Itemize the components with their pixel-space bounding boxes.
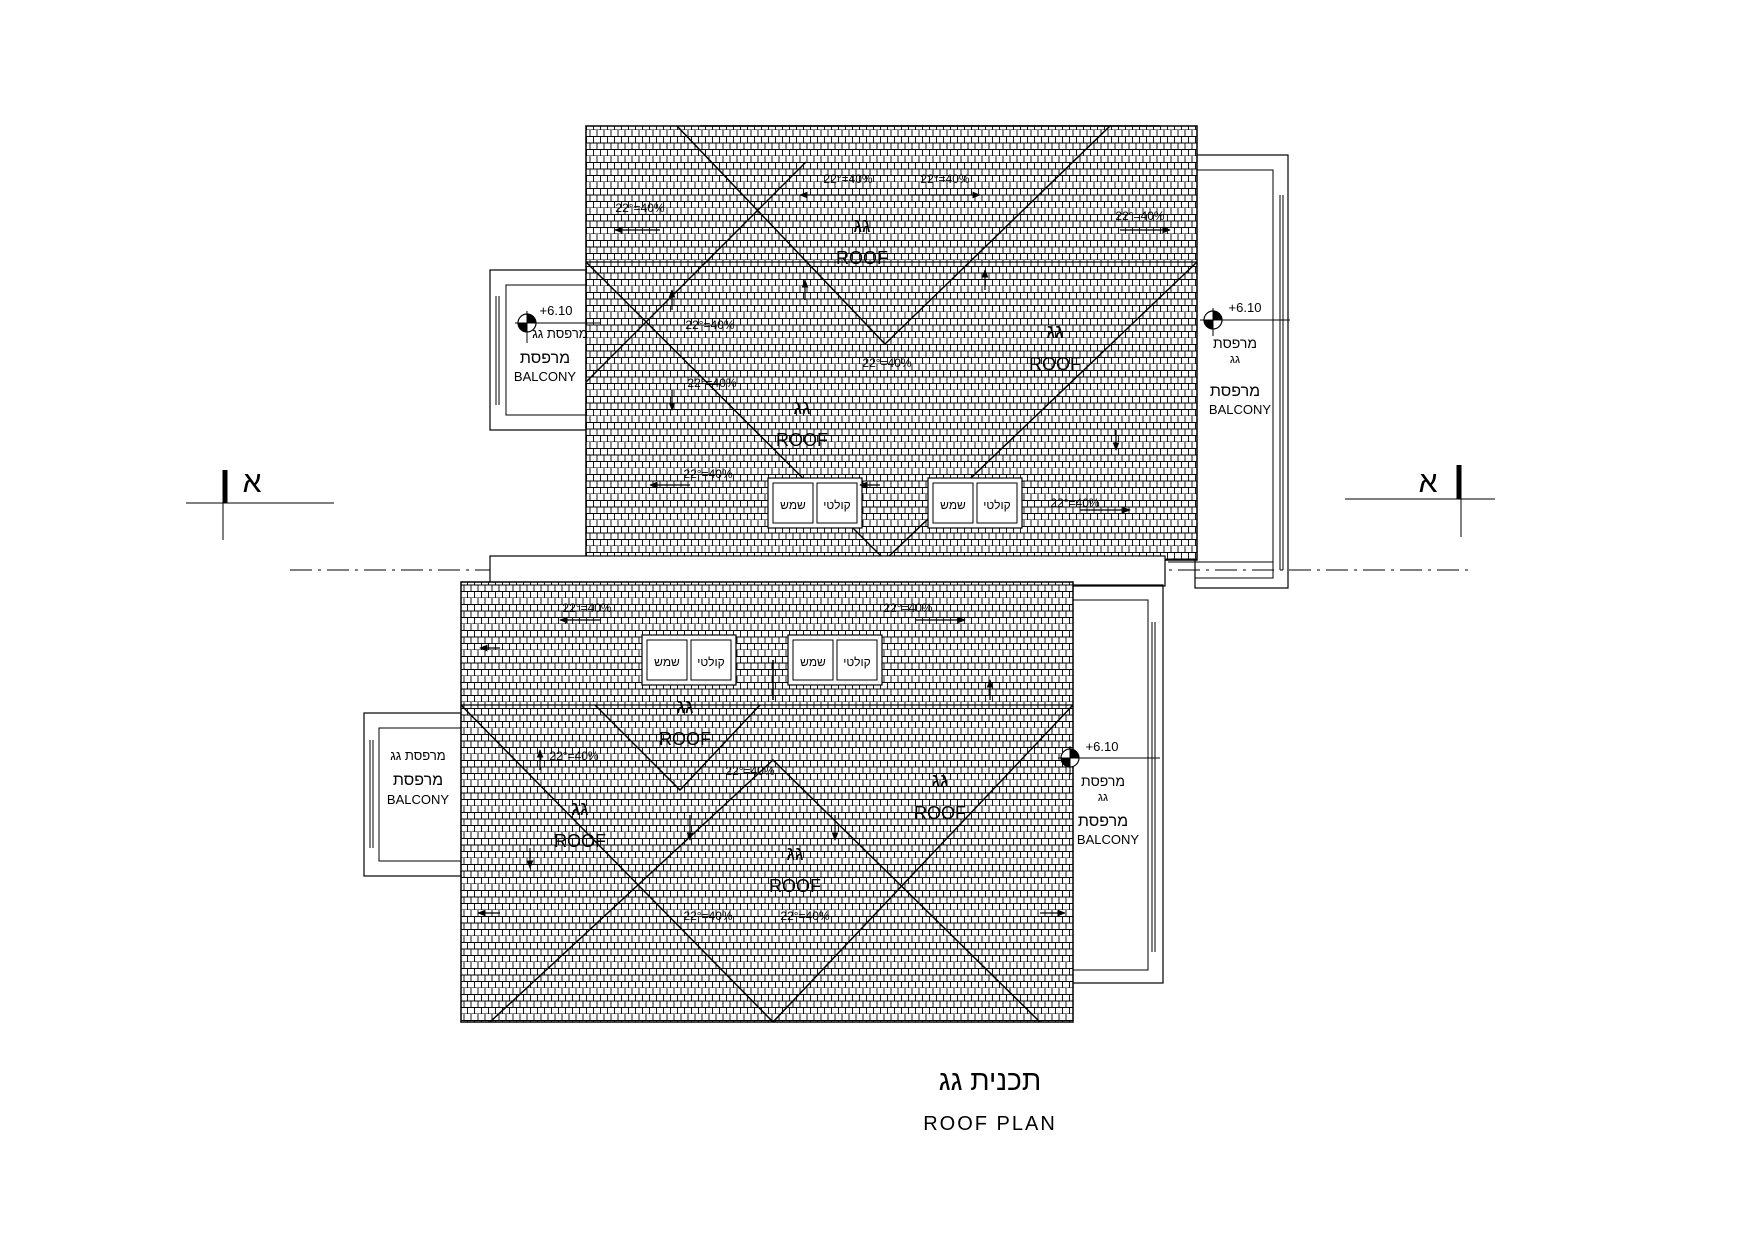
solar-heater-collector: קולטי: [843, 655, 871, 669]
pitch-label: 22°=40%: [562, 601, 612, 615]
pitch-label: 22°=40%: [862, 356, 912, 370]
roof-label-hebrew: גג: [677, 696, 694, 718]
solar-heater-collector: קולטי: [983, 498, 1011, 512]
roof-terrace-label: מרפסת גג: [390, 748, 445, 763]
solar-heater: שמש קולטי: [641, 634, 737, 686]
upper-roof: [585, 125, 1198, 561]
balcony-label-english: BALCONY: [514, 369, 576, 384]
pitch-label: 22°=40%: [683, 467, 733, 481]
roof-label-hebrew: גג: [854, 215, 871, 237]
roof-label-english: ROOF: [776, 430, 828, 450]
roof-label-english: ROOF: [914, 803, 966, 823]
lower-unit: שמש קולטי שמש קולטי 22°=40% 22°=40% 22°=…: [363, 581, 1164, 1024]
balcony-label-hebrew: מרפסת: [1078, 813, 1128, 830]
solar-heater-collector: קולטי: [697, 655, 725, 669]
balcony-label-english: BALCONY: [1077, 832, 1139, 847]
pitch-label: 22°=40%: [615, 201, 665, 215]
pitch-label: 22°=40%: [823, 172, 873, 186]
pitch-label: 22°=40%: [687, 376, 737, 390]
drawing-title-english: ROOF PLAN: [923, 1113, 1057, 1135]
roof-label-hebrew: גג: [794, 397, 811, 419]
solar-heater: שמש קולטי: [767, 477, 863, 529]
pitch-label: 22°=40%: [1115, 209, 1165, 223]
pitch-label: 22°=40%: [685, 318, 735, 332]
pitch-label: 22°=40%: [780, 909, 830, 923]
pitch-label: 22°=40%: [549, 749, 599, 763]
lower-roof-hips: [460, 660, 1074, 1024]
slope-arrows: [614, 191, 1171, 514]
lower-roof: [460, 581, 1074, 1023]
roof-label-hebrew: גג: [1047, 321, 1064, 343]
balcony-label-english: BALCONY: [1209, 402, 1271, 417]
solar-heater-sun: שמש: [654, 655, 680, 669]
upper-roof-hips: [585, 125, 1198, 561]
pitch-label: 22°=40%: [1050, 496, 1100, 510]
solar-heater-sun: שמש: [780, 498, 806, 512]
pitch-label: 22°=40%: [883, 601, 933, 615]
solar-heater: שמש קולטי: [927, 477, 1023, 529]
level-label: +6.10: [1086, 739, 1119, 754]
pitch-label: 22°=40%: [725, 764, 775, 778]
solar-heater-collector: קולטי: [823, 498, 851, 512]
balcony-label-hebrew: מרפסת: [520, 350, 570, 367]
pitch-label: 22°=40%: [920, 172, 970, 186]
roof-terrace-label-line1: מרפסת: [1081, 773, 1125, 789]
roof-terrace-label: מרפסת גג: [532, 326, 587, 341]
roof-label-hebrew: גג: [572, 798, 589, 820]
slope-arrows: [477, 616, 1066, 917]
roof-label-english: ROOF: [659, 729, 711, 749]
drawing-title-hebrew: תכנית גג: [939, 1065, 1041, 1096]
roof-label-hebrew: גג: [932, 770, 949, 792]
level-label: +6.10: [1229, 300, 1262, 315]
roof-terrace-label-line2: גג: [1230, 352, 1240, 366]
level-mark: +6.10: [515, 303, 600, 343]
solar-heater-sun: שמש: [800, 655, 826, 669]
section-marker-label: א: [243, 466, 262, 499]
roof-label-english: ROOF: [836, 248, 888, 268]
section-marker-label: א: [1419, 466, 1438, 499]
roof-label-hebrew: גג: [787, 843, 804, 865]
balcony-label-hebrew: מרפסת: [393, 772, 443, 789]
roof-terrace-label-line2: גג: [1098, 790, 1108, 804]
level-mark: +6.10: [1058, 739, 1160, 775]
upper-unit: שמש קולטי שמש קולטי 22°=40% 22°=: [489, 125, 1290, 589]
roof-label-english: ROOF: [769, 876, 821, 896]
roof-label-english: ROOF: [554, 831, 606, 851]
balcony-label-hebrew: מרפסת: [1210, 383, 1260, 400]
level-label: +6.10: [540, 303, 573, 318]
roof-terrace-label-line1: מרפסת: [1213, 335, 1257, 351]
level-mark: +6.10: [1200, 300, 1290, 336]
section-marker-right: א: [1345, 465, 1495, 537]
section-marker-left: א: [186, 466, 334, 540]
solar-heater-sun: שמש: [940, 498, 966, 512]
pitch-label: 22°=40%: [683, 909, 733, 923]
balcony-label-english: BALCONY: [387, 792, 449, 807]
solar-heater: שמש קולטי: [787, 634, 883, 686]
roof-label-english: ROOF: [1029, 354, 1081, 374]
